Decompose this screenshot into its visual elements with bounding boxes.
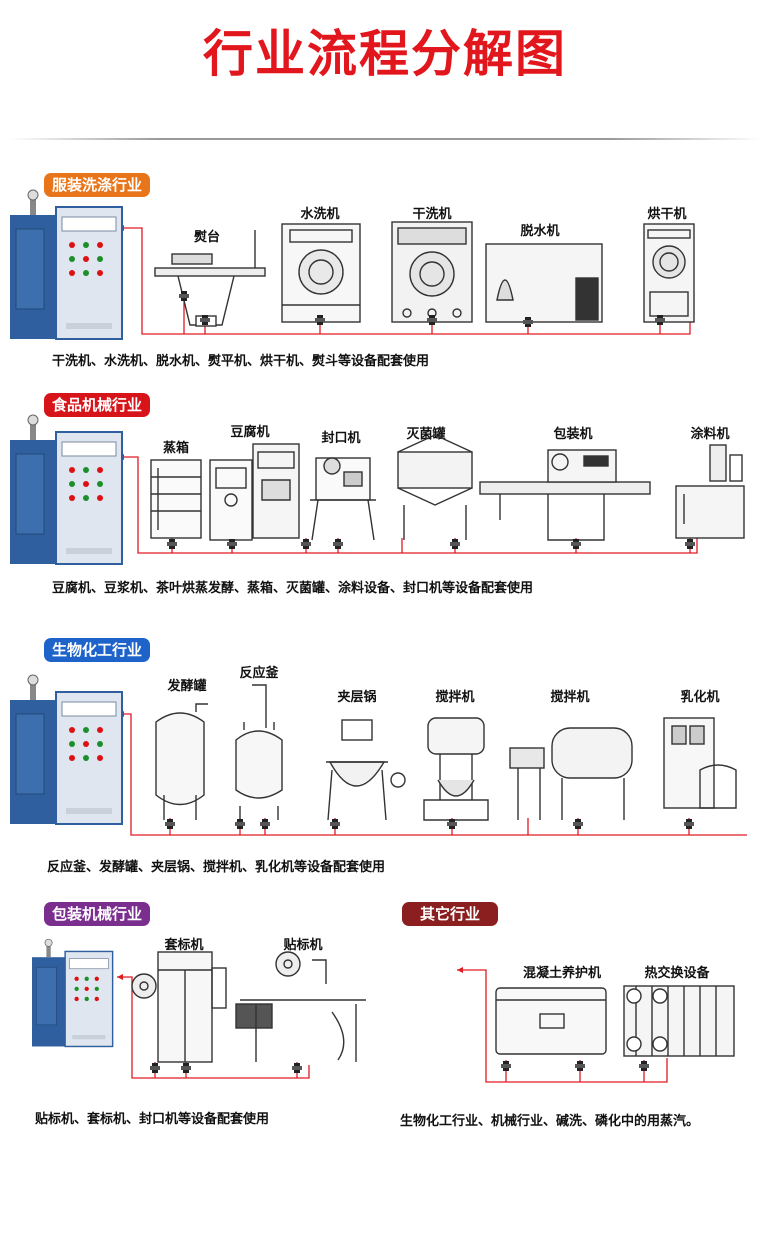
label-steamer: 蒸箱 bbox=[162, 441, 190, 456]
caption-biochem: 反应釜、发酵罐、夹层锅、搅拌机、乳化机等设备配套使用 bbox=[47, 860, 386, 875]
sterilizer-drawing bbox=[397, 434, 473, 540]
steamer-drawing bbox=[150, 459, 202, 539]
mixer-2-drawing bbox=[509, 727, 633, 820]
sealer-drawing bbox=[310, 457, 376, 541]
label-heat-exchanger: 热交换设备 bbox=[644, 966, 710, 981]
labeler-drawing bbox=[235, 951, 366, 1062]
spin-dryer-drawing bbox=[485, 243, 603, 323]
jacketed-pot-drawing bbox=[326, 719, 406, 821]
caption-packaging: 贴标机、套标机、封口机等设备配套使用 bbox=[35, 1112, 270, 1127]
caption-garment: 干洗机、水洗机、脱水机、熨平机、烘干机、熨斗等设备配套使用 bbox=[52, 354, 430, 369]
concrete-curing-drawing bbox=[495, 987, 607, 1055]
sleeve-labeler-drawing bbox=[131, 951, 227, 1063]
boiler-food bbox=[9, 414, 123, 565]
dry-cleaner-drawing bbox=[391, 221, 473, 323]
washer-drawing bbox=[281, 223, 361, 323]
label-labeler: 贴标机 bbox=[283, 938, 323, 953]
label-concrete-curing: 混凝土养护机 bbox=[522, 966, 602, 981]
fermenter-drawing bbox=[155, 703, 208, 820]
tofu-machine-drawing bbox=[209, 443, 300, 541]
pipe-arrows bbox=[117, 225, 463, 980]
label-tumble-dryer: 烘干机 bbox=[647, 207, 687, 222]
badge-food: 食品机械行业 bbox=[44, 393, 151, 417]
boiler-garment bbox=[9, 189, 123, 340]
coater-drawing bbox=[675, 444, 745, 539]
mixer-1-drawing bbox=[423, 717, 489, 821]
ironing-table-drawing bbox=[154, 230, 266, 327]
label-washer: 水洗机 bbox=[300, 207, 340, 222]
label-sleeve-labeler: 套标机 bbox=[164, 938, 204, 953]
caption-food: 豆腐机、豆浆机、茶叶烘蒸发酵、蒸箱、灭菌罐、涂料设备、封口机等设备配套使用 bbox=[52, 581, 534, 596]
label-mixer-1: 搅拌机 bbox=[435, 690, 475, 705]
reactor-drawing bbox=[235, 684, 283, 820]
valves bbox=[150, 291, 695, 1073]
label-packer: 包装机 bbox=[553, 427, 593, 442]
boiler-packaging bbox=[31, 938, 114, 1048]
label-ironing-table: 熨台 bbox=[193, 230, 221, 245]
emulsifier-drawing bbox=[663, 717, 737, 809]
tumble-dryer-drawing bbox=[643, 223, 695, 323]
label-mixer-2: 搅拌机 bbox=[550, 690, 590, 705]
badge-other: 其它行业 bbox=[402, 902, 499, 926]
page-title: 行业流程分解图 bbox=[203, 25, 567, 83]
boiler-biochem bbox=[9, 674, 123, 825]
label-dry-cleaner: 干洗机 bbox=[412, 207, 452, 222]
label-sealer: 封口机 bbox=[321, 431, 361, 446]
badge-biochem: 生物化工行业 bbox=[44, 638, 151, 662]
heat-exchanger-drawing bbox=[623, 985, 735, 1057]
label-fermenter: 发酵罐 bbox=[167, 679, 207, 694]
label-spin-dryer: 脱水机 bbox=[520, 224, 560, 239]
label-emulsifier: 乳化机 bbox=[680, 690, 720, 705]
packer-drawing bbox=[479, 449, 651, 541]
badge-garment: 服装洗涤行业 bbox=[44, 173, 151, 197]
label-tofu-machine: 豆腐机 bbox=[230, 425, 270, 440]
label-sterilizer: 灭菌罐 bbox=[406, 427, 446, 442]
caption-other: 生物化工行业、机械行业、碱洗、磷化中的用蒸汽。 bbox=[400, 1114, 700, 1129]
badge-packaging: 包装机械行业 bbox=[44, 902, 151, 926]
label-reactor: 反应釜 bbox=[239, 666, 279, 681]
title-divider bbox=[10, 138, 760, 140]
label-jacketed-pot: 夹层锅 bbox=[337, 690, 377, 705]
label-coater: 涂料机 bbox=[690, 427, 730, 442]
